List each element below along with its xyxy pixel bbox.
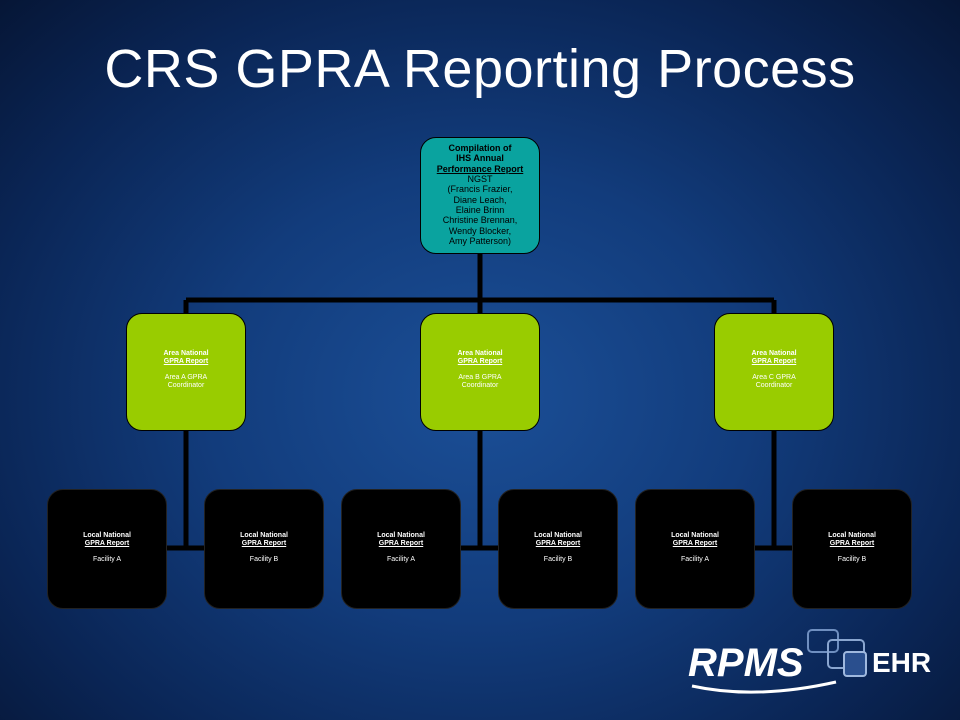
- rpms-ehr-logo: RPMS EHR: [688, 629, 931, 694]
- node-text: Amy Patterson): [448, 236, 512, 247]
- node-text: Coordinator: [461, 382, 499, 390]
- node-text: Elaine Brinn: [455, 205, 505, 216]
- node-heading-underlined: Performance Report: [436, 163, 524, 174]
- node-text: Facility A: [92, 556, 121, 564]
- node-heading: Area National: [163, 350, 209, 357]
- node-text: Coordinator: [167, 382, 205, 390]
- slide-title: CRS GPRA Reporting Process: [104, 39, 856, 99]
- node-text: (Francis Frazier,: [447, 184, 513, 195]
- node-heading-underlined: GPRA Report: [378, 540, 424, 548]
- node-text: Facility A: [680, 556, 709, 564]
- node-heading: IHS Annual: [456, 153, 504, 164]
- area-b-node: Area National GPRA Report Area B GPRA Co…: [420, 313, 540, 431]
- area-c-node: Area National GPRA Report Area C GPRA Co…: [714, 313, 834, 431]
- node-heading: Area National: [457, 350, 503, 357]
- local-report-node: Local National GPRA Report Facility B: [792, 489, 912, 609]
- logo-brand-text: RPMS: [688, 641, 804, 685]
- node-heading-underlined: GPRA Report: [241, 540, 287, 548]
- logo-product-text: EHR: [872, 647, 931, 678]
- local-report-node: Local National GPRA Report Facility A: [47, 489, 167, 609]
- node-heading: Area National: [751, 350, 797, 357]
- node-text: Facility B: [249, 556, 279, 564]
- node-heading: Local National: [83, 532, 131, 539]
- node-text: Facility B: [837, 556, 867, 564]
- node-heading-underlined: GPRA Report: [751, 358, 797, 366]
- node-heading: Local National: [534, 532, 582, 539]
- node-text: Coordinator: [755, 382, 793, 390]
- local-report-node: Local National GPRA Report Facility A: [341, 489, 461, 609]
- node-text: Facility A: [386, 556, 415, 564]
- node-text: NGST: [467, 174, 493, 185]
- node-heading-underlined: GPRA Report: [672, 540, 718, 548]
- node-heading-underlined: GPRA Report: [163, 358, 209, 366]
- node-heading-underlined: GPRA Report: [84, 540, 130, 548]
- node-text: Facility B: [543, 556, 573, 564]
- node-heading: Local National: [377, 532, 425, 539]
- node-heading-underlined: GPRA Report: [535, 540, 581, 548]
- local-report-node: Local National GPRA Report Facility B: [498, 489, 618, 609]
- node-text: Wendy Blocker,: [448, 225, 512, 236]
- node-heading: Local National: [240, 532, 288, 539]
- area-a-node: Area National GPRA Report Area A GPRA Co…: [126, 313, 246, 431]
- node-heading-underlined: GPRA Report: [829, 540, 875, 548]
- node-text: Christine Brennan,: [442, 215, 518, 226]
- node-heading: Local National: [828, 532, 876, 539]
- local-report-node: Local National GPRA Report Facility A: [635, 489, 755, 609]
- node-heading-underlined: GPRA Report: [457, 358, 503, 366]
- node-text: Diane Leach,: [453, 194, 507, 205]
- node-text: Area A GPRA: [164, 374, 208, 382]
- node-heading: Compilation of: [448, 143, 512, 153]
- annual-report-node: Compilation of IHS Annual Performance Re…: [420, 137, 540, 254]
- node-text: Area C GPRA: [752, 374, 796, 382]
- node-text: Area B GPRA: [458, 374, 502, 382]
- local-report-node: Local National GPRA Report Facility B: [204, 489, 324, 609]
- node-heading: Local National: [671, 532, 719, 539]
